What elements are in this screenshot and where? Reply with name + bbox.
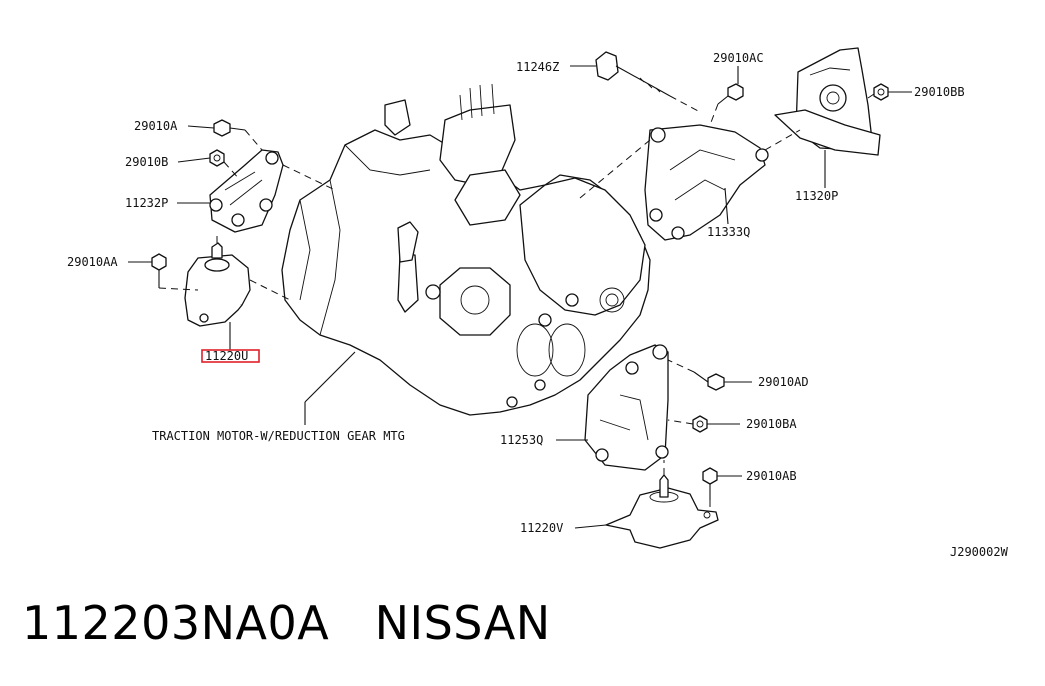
label-29010BA[interactable]: 29010BA bbox=[746, 417, 797, 431]
part-number: 112203NA0A bbox=[22, 596, 330, 650]
label-29010AB[interactable]: 29010AB bbox=[746, 469, 797, 483]
brand-name: NISSAN bbox=[374, 596, 551, 650]
part-caption: 112203NA0A NISSAN bbox=[22, 596, 551, 650]
exploded-parts-diagram: 11246Z 29010AC 29010BB 29010A 29010B 112… bbox=[67, 47, 1009, 559]
highlight-box bbox=[201, 349, 260, 363]
label-11246Z[interactable]: 11246Z bbox=[516, 60, 559, 74]
label-29010A[interactable]: 29010A bbox=[134, 119, 178, 133]
part-labels: 11246Z 29010AC 29010BB 29010A 29010B 112… bbox=[67, 51, 1009, 559]
label-29010AC[interactable]: 29010AC bbox=[713, 51, 764, 65]
label-11320P[interactable]: 11320P bbox=[795, 189, 838, 203]
label-traction-motor[interactable]: TRACTION MOTOR-W/REDUCTION GEAR MTG bbox=[152, 429, 405, 443]
label-29010B[interactable]: 29010B bbox=[125, 155, 168, 169]
label-29010AD[interactable]: 29010AD bbox=[758, 375, 809, 389]
label-29010BB[interactable]: 29010BB bbox=[914, 85, 965, 99]
bottom-right-mount-group bbox=[584, 344, 725, 549]
label-11253Q[interactable]: 11253Q bbox=[500, 433, 543, 447]
label-11333Q[interactable]: 11333Q bbox=[707, 225, 750, 239]
label-11232P[interactable]: 11232P bbox=[125, 196, 168, 210]
assembly-lines bbox=[216, 93, 875, 512]
top-right-mount-group bbox=[595, 47, 889, 241]
traction-motor-drawing bbox=[281, 83, 651, 416]
diagram-code: J290002W bbox=[950, 545, 1009, 559]
label-11220U[interactable]: 11220U bbox=[205, 349, 248, 363]
leader-lines bbox=[128, 65, 912, 529]
label-29010AA[interactable]: 29010AA bbox=[67, 255, 118, 269]
left-mount-group bbox=[151, 119, 284, 327]
label-11220V[interactable]: 11220V bbox=[520, 521, 563, 535]
